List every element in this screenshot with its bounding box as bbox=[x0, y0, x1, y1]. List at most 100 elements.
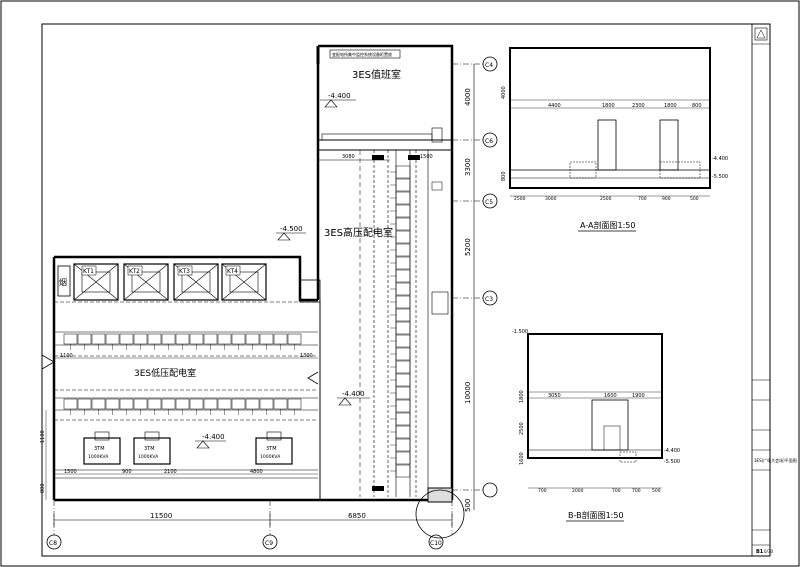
lv-cabinet bbox=[231, 333, 246, 345]
svg-text:C8: C8 bbox=[49, 540, 57, 547]
floor-plan: KT1 KT2 KT3 KT4 烟 bbox=[40, 44, 498, 550]
transformer-kt3: KT3 bbox=[173, 263, 219, 301]
transformer-3tm-b: 3TM 1000KVA bbox=[133, 431, 171, 465]
lv-cabinet bbox=[231, 398, 246, 410]
level-marker-hv: -4.400 bbox=[337, 390, 370, 406]
dim-left-0: 1100 bbox=[40, 430, 46, 443]
dim-bottom-1: 6850 bbox=[348, 512, 366, 520]
lv-cabinet bbox=[203, 333, 218, 345]
axis-c10-bubble: C10 bbox=[428, 534, 444, 550]
hv-switchgear-cell bbox=[395, 230, 411, 244]
lv-cabinet bbox=[119, 333, 134, 345]
transformer-kt2: KT2 bbox=[123, 263, 169, 301]
level-marker-hv-corridor: -4.500 bbox=[276, 225, 306, 241]
lv-cabinet bbox=[147, 333, 162, 345]
lv-cabinet bbox=[105, 398, 120, 410]
svg-text:C9: C9 bbox=[265, 540, 273, 547]
bb-bdim-3: 700 bbox=[632, 488, 641, 494]
lv-cabinet bbox=[161, 333, 176, 345]
column-circle bbox=[415, 489, 465, 539]
aa-dim-2: 2300 bbox=[632, 103, 645, 109]
transformer-3tm-a-name: 3TM bbox=[94, 446, 105, 452]
hv-switchgear-cell bbox=[395, 178, 411, 192]
dim-right-0: 4000 bbox=[464, 88, 472, 106]
hv-switchgear-cell bbox=[395, 295, 411, 309]
level-duty: -4.400 bbox=[328, 92, 351, 100]
aa-dim-4: 800 bbox=[692, 103, 702, 109]
lv-cabinet bbox=[105, 333, 120, 345]
svg-text:C10: C10 bbox=[430, 540, 442, 547]
lv-cabinet-row-2 bbox=[63, 398, 302, 415]
lv-cabinet bbox=[91, 333, 106, 345]
lv-cabinet bbox=[287, 333, 302, 345]
axis-c4-bubble: C4 bbox=[482, 56, 498, 72]
dim-left-1: 800 bbox=[40, 483, 46, 493]
transformer-3tm-a-rating: 1000KVA bbox=[88, 454, 109, 460]
svg-text:C3: C3 bbox=[485, 296, 493, 303]
hv-switchgear-cell bbox=[395, 191, 411, 205]
section-bb-title: B-B剖面图1:50 bbox=[568, 510, 624, 520]
lv-cabinet bbox=[133, 398, 148, 410]
transformer-kt3-label: KT3 bbox=[179, 268, 190, 275]
svg-text:C6: C6 bbox=[485, 138, 493, 145]
transformer-3tm-b-name: 3TM bbox=[144, 446, 155, 452]
level-hv: -4.400 bbox=[342, 390, 365, 398]
transformer-kt4-label: KT4 bbox=[227, 268, 238, 275]
aa-bdim-3: 700 bbox=[638, 196, 647, 202]
transformer-3tm-b-rating: 1000KVA bbox=[138, 454, 159, 460]
bb-height-3: 1600 bbox=[519, 452, 525, 465]
sheet-no: B1 bbox=[756, 549, 764, 555]
hv-switchgear-cell bbox=[395, 464, 411, 478]
level-lv: -4.400 bbox=[202, 433, 225, 441]
aa-dim-0: 4400 bbox=[548, 103, 561, 109]
axis-c5-bubble: C5 bbox=[482, 193, 498, 209]
bb-height-1: 1800 bbox=[519, 390, 525, 403]
transformer-kt4: KT4 bbox=[221, 263, 267, 301]
aa-level-top: -4.400 bbox=[712, 156, 728, 162]
transformer-kt1-label: KT1 bbox=[83, 268, 94, 275]
flue-label: 烟 bbox=[59, 278, 67, 287]
axis-c6-bubble: C6 bbox=[482, 132, 498, 148]
aa-height-1: 4000 bbox=[501, 86, 507, 99]
lv-cabinet bbox=[189, 398, 204, 410]
bb-level-2: -5.500 bbox=[664, 459, 680, 465]
aa-bdim-4: 900 bbox=[662, 196, 671, 202]
lv-cabinet bbox=[175, 398, 190, 410]
svg-text:C5: C5 bbox=[485, 199, 493, 206]
hv-switchgear-cell bbox=[395, 256, 411, 270]
transformer-3tm-c: 3TM 1000KVA bbox=[255, 431, 293, 465]
lv-cabinet bbox=[63, 333, 78, 345]
dim-hv-top: 3080 bbox=[342, 154, 355, 160]
aa-dim-3: 1800 bbox=[664, 103, 677, 109]
bb-height-2: 2500 bbox=[519, 422, 525, 435]
dim-lv-bottom-3: 4800 bbox=[250, 469, 263, 475]
hv-switchgear-cell bbox=[395, 269, 411, 283]
lv-cabinet bbox=[91, 398, 106, 410]
lv-room-label: 3ES低压配电室 bbox=[134, 367, 196, 379]
lv-cabinet bbox=[259, 398, 274, 410]
bb-bdim-4: 500 bbox=[652, 488, 661, 494]
hv-switchgear-cell bbox=[395, 438, 411, 452]
lv-cabinet bbox=[189, 333, 204, 345]
axis-c3-bubble: C3 bbox=[482, 290, 498, 306]
bb-dim-1: 1600 bbox=[604, 393, 617, 399]
aa-bdim-2: 2500 bbox=[600, 196, 612, 202]
bb-bdim-0: 700 bbox=[538, 488, 547, 494]
lv-cabinet bbox=[133, 333, 148, 345]
hv-switchgear-cell bbox=[395, 282, 411, 296]
title-block: 3ES(广电大会场)平面图 B1 0/30 bbox=[751, 24, 797, 556]
lv-cabinet bbox=[77, 333, 92, 345]
aa-level-bottom: -5.500 bbox=[712, 174, 728, 180]
bb-dim-0: 3050 bbox=[548, 393, 561, 399]
sheet-of: 0/30 bbox=[764, 549, 773, 554]
lv-cabinet bbox=[273, 333, 288, 345]
dim-right-1: 3300 bbox=[464, 158, 472, 176]
transformer-3tm-c-name: 3TM bbox=[266, 446, 277, 452]
hv-switchgear-cell bbox=[395, 399, 411, 413]
axis-c9-bubble: C9 bbox=[262, 534, 278, 550]
level-hv-corridor: -4.500 bbox=[280, 225, 303, 233]
level-marker-duty: -4.400 bbox=[320, 92, 356, 108]
axis-c1-bubble bbox=[482, 482, 498, 498]
